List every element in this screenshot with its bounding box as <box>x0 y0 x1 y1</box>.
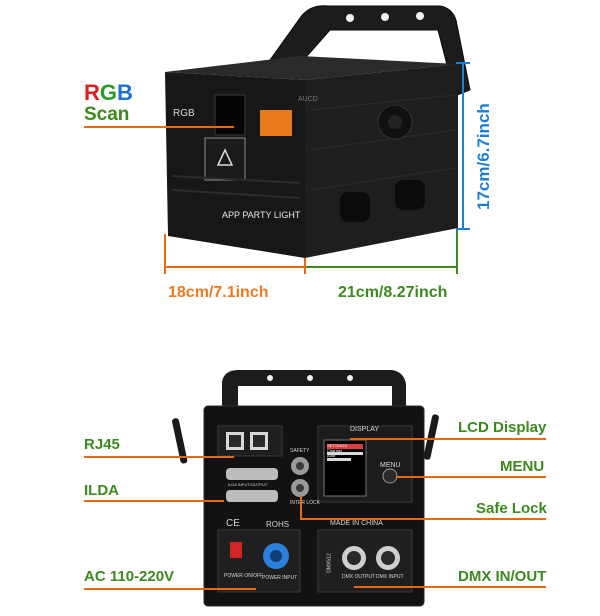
ac-leader-line <box>84 588 256 590</box>
label-lcd-display: LCD Display <box>458 419 547 436</box>
scan-leader-line <box>84 126 234 128</box>
label-menu: MENU <box>500 458 545 475</box>
panel-display-text: DISPLAY <box>350 426 380 433</box>
panel-ilda-io: ILDA INPUT/OUTPUT <box>228 482 268 487</box>
width-dimension-line <box>306 266 458 268</box>
rgb-label: RGB <box>84 80 133 106</box>
rgb-b: B <box>117 80 133 105</box>
label-rj45: RJ45 <box>84 436 120 453</box>
lcd-line-1: SETTINGS <box>327 443 348 448</box>
height-tick-bottom <box>456 228 470 230</box>
panel-rohs: ROHS <box>266 520 290 529</box>
lcd-screen-content: SETTINGS Channel Addr <box>327 443 347 458</box>
scan-label: Scan <box>84 104 130 125</box>
rj45-leader-line <box>84 456 234 458</box>
panel-dmx-input: DMX INPUT <box>376 574 404 580</box>
lcd-line-3: Addr <box>327 453 336 458</box>
panel-dmx-output: DMX OUTPUT <box>342 574 376 580</box>
depth-tick-left <box>164 234 166 274</box>
width-tick-right <box>456 228 458 274</box>
laser-device-back-illustration <box>172 370 439 607</box>
depth-dimension: 18cm/7.1inch <box>168 284 269 301</box>
height-tick-top <box>456 62 470 64</box>
label-ac-power: AC 110-220V <box>84 568 175 585</box>
height-dimension: 17cm/6.7inch <box>474 103 493 210</box>
panel-dmx512: DMX512 <box>326 553 333 573</box>
menu-leader-line <box>396 476 546 478</box>
rgb-g: G <box>99 80 118 105</box>
panel-brand-logo: AUCD <box>298 96 318 103</box>
laser-device-top-illustration <box>165 5 471 258</box>
rgb-r: R <box>84 80 100 105</box>
depth-dimension-line <box>165 266 305 268</box>
depth-tick-right <box>304 258 306 274</box>
label-safe-lock: Safe Lock <box>476 500 547 517</box>
safe-lock-leader-line <box>300 518 546 520</box>
panel-ce-mark: CE <box>226 518 240 529</box>
panel-menu-text: MENU <box>380 462 401 469</box>
height-dimension-line <box>462 62 464 230</box>
panel-safety-text: SAFETY <box>290 448 310 454</box>
dmx-leader-line <box>354 586 546 588</box>
label-ilda: ILDA <box>84 482 119 499</box>
panel-model-name: APP PARTY LIGHT <box>222 210 301 220</box>
width-dimension: 21cm/8.27inch <box>338 284 448 301</box>
panel-rgb-label: RGB <box>173 108 195 119</box>
label-dmx-in-out: DMX IN/OUT <box>458 568 547 585</box>
safe-lock-leader-vertical <box>300 496 302 520</box>
panel-power-onoff: POWER ON/OFF <box>224 573 264 579</box>
lcd-leader-line <box>350 438 546 440</box>
panel-power-input: POWER INPUT <box>262 575 298 581</box>
ilda-leader-line <box>84 500 224 502</box>
panel-interlock-text: INTER LOCK <box>290 500 321 506</box>
panel-made-in-china: MADE IN CHINA <box>330 520 383 527</box>
lcd-line-2: Channel <box>327 448 342 453</box>
